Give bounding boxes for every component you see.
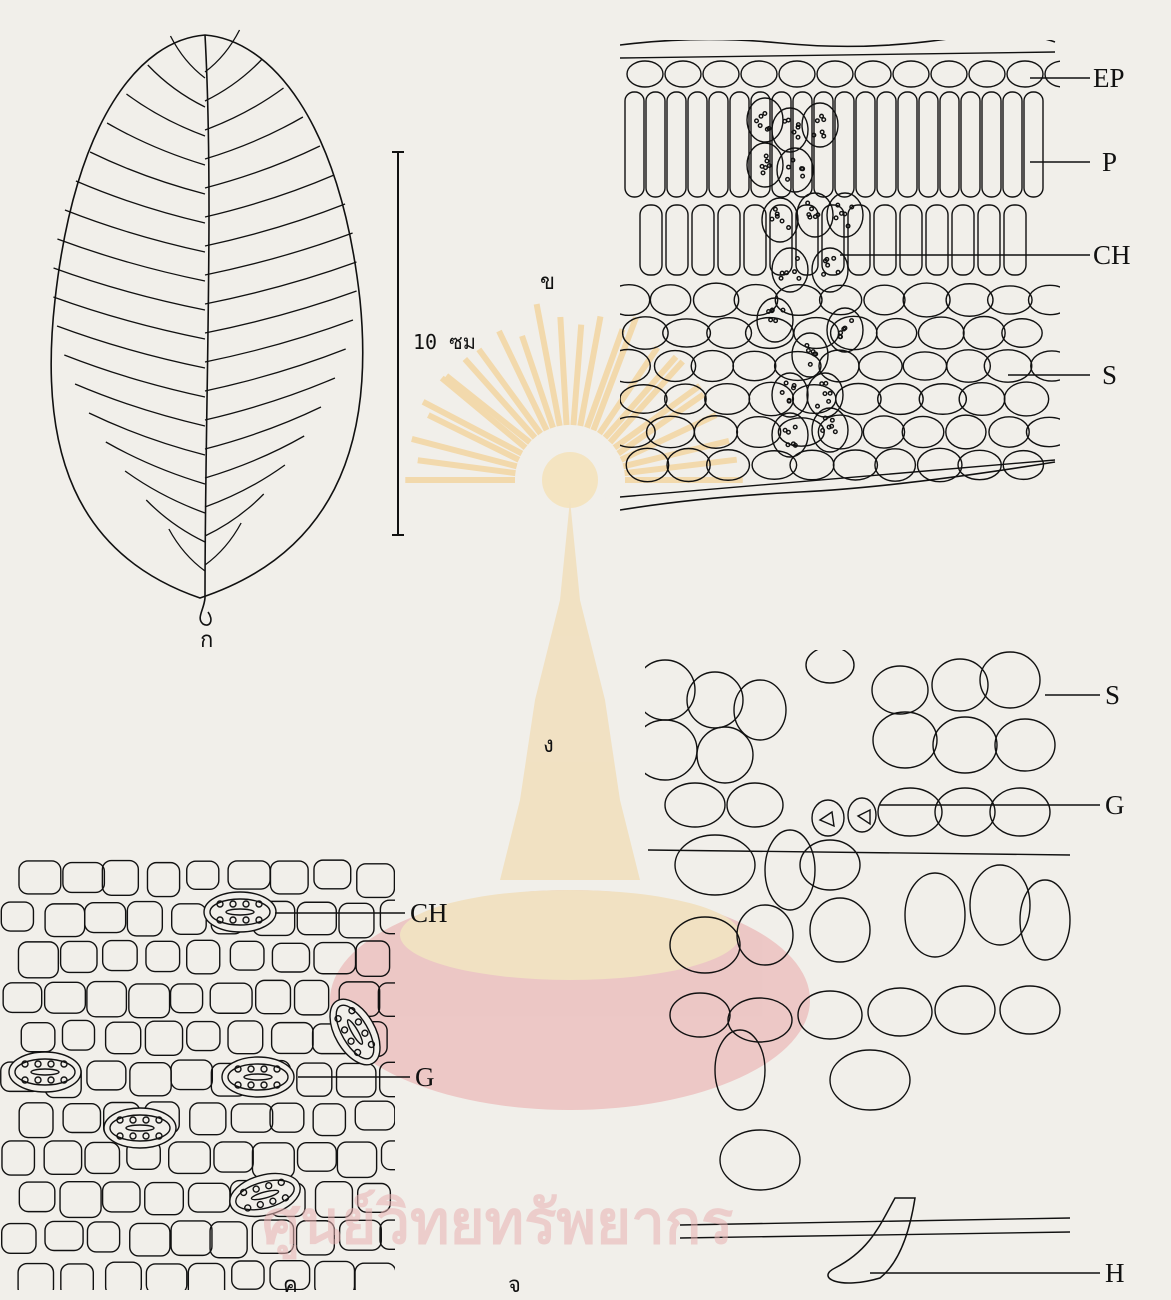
callout-label-s-gland: S xyxy=(1105,682,1120,709)
callout-label-ch-section: CH xyxy=(1093,242,1131,269)
scale-bar-label: 10 ซม xyxy=(413,332,476,352)
callout-label-p: P xyxy=(1102,149,1117,176)
callout-label-s-section: S xyxy=(1102,362,1117,389)
scale-bar-line xyxy=(392,152,404,535)
watermark-emblem-icon xyxy=(330,304,810,1110)
epidermis-gland-section xyxy=(633,647,1070,855)
callout-label-h: H xyxy=(1105,1260,1125,1287)
panel-label-a: ก xyxy=(200,630,213,652)
cross-section-drawing xyxy=(606,35,1081,510)
panel-label-c: ค xyxy=(283,1275,298,1297)
callout-label-ep: EP xyxy=(1093,65,1125,92)
panel-label-e: จ xyxy=(508,1275,521,1297)
callout-label-ch-surface: CH xyxy=(410,900,448,927)
callout-label-g-surface: G xyxy=(415,1064,435,1091)
watermark-text: ศูนย์วิทยทรัพยากร xyxy=(262,1193,733,1253)
callout-label-g-gland: G xyxy=(1105,792,1125,819)
panel-label-d: ง xyxy=(543,735,554,757)
leaf-outline xyxy=(51,35,363,625)
panel-label-b: ข xyxy=(540,272,555,294)
